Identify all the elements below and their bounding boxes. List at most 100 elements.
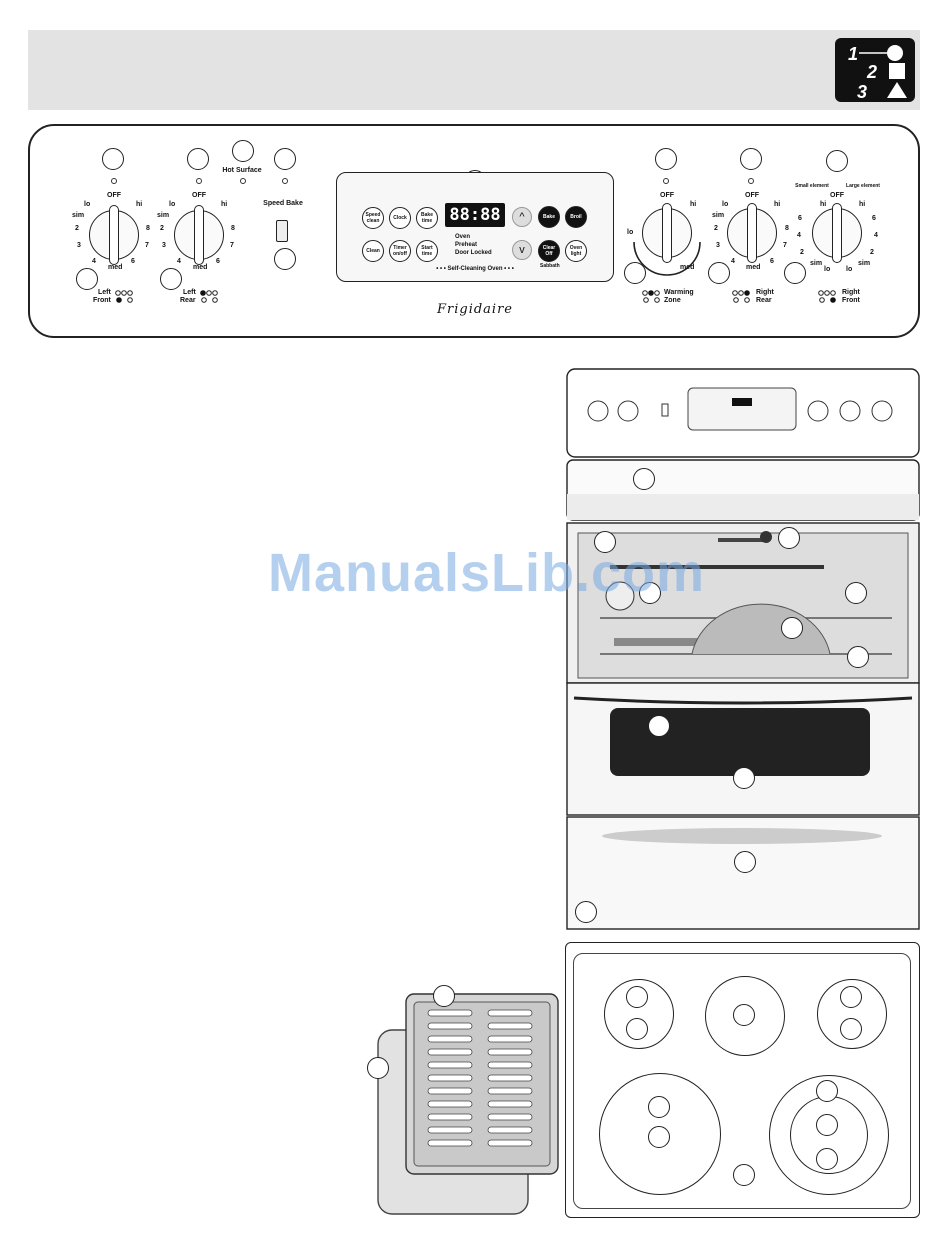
- small-element-label: Small element: [795, 183, 829, 189]
- knob-sub: Rear: [180, 297, 196, 304]
- broil-button[interactable]: Broil: [565, 206, 587, 228]
- right-front-knob[interactable]: [812, 203, 862, 263]
- speed-clean-button[interactable]: Speed clean: [362, 207, 384, 229]
- knob-setting: 8: [146, 225, 150, 232]
- knob-lo-label: lo: [846, 266, 853, 273]
- knob-hi-label: hi: [221, 201, 228, 208]
- left-front-position-icon: [115, 290, 133, 303]
- range-front-view-illustration: [566, 368, 920, 930]
- callout: [232, 140, 254, 162]
- speed-bake-light: [282, 178, 288, 184]
- knob-setting: 7: [230, 242, 234, 249]
- clean-button[interactable]: Clean: [362, 240, 384, 262]
- knob-sub: Front: [842, 297, 860, 304]
- callout: [626, 986, 648, 1008]
- up-arrow-button[interactable]: ^: [512, 207, 532, 227]
- broiler-pan-illustration: [377, 993, 559, 1215]
- callout: [187, 148, 209, 170]
- sabbath-label: Sabbath: [540, 263, 560, 269]
- start-time-button[interactable]: Start time: [416, 240, 438, 262]
- left-rear-knob[interactable]: [174, 205, 224, 265]
- knob-setting: 2: [870, 249, 874, 256]
- warming-zone-position-icon: [642, 290, 660, 303]
- knob-sub: Rear: [756, 297, 772, 304]
- header-band: [28, 30, 920, 110]
- knob-setting: 8: [231, 225, 235, 232]
- knob-sub: Front: [93, 297, 111, 304]
- knob-name: Left: [183, 289, 196, 296]
- callout: [778, 527, 800, 549]
- callout: [734, 851, 756, 873]
- self-cleaning-label: • • • Self-Cleaning Oven • • •: [436, 266, 514, 272]
- knob-sim-label: sim: [810, 260, 823, 267]
- callout: [633, 468, 655, 490]
- knob-off-label: OFF: [830, 192, 844, 199]
- timer-button[interactable]: Timer on/off: [389, 240, 411, 262]
- callout: [733, 1004, 755, 1026]
- knob-sim-label: sim: [72, 212, 85, 219]
- bake-time-button[interactable]: Bake time: [416, 207, 438, 229]
- oven-control-pad: [336, 172, 614, 282]
- callout: [847, 646, 869, 668]
- knob-lo-label: lo: [627, 229, 634, 236]
- knob-setting: 6: [872, 215, 876, 222]
- knob-setting: 4: [92, 258, 96, 265]
- callout: [648, 1096, 670, 1118]
- callout: [840, 986, 862, 1008]
- knob-setting: 2: [800, 249, 804, 256]
- callout: [624, 262, 646, 284]
- callout: [784, 262, 806, 284]
- oven-light-button[interactable]: Oven light: [565, 240, 587, 262]
- warming-zone-arc: [633, 241, 701, 276]
- callout: [274, 248, 296, 270]
- knob-setting: 6: [131, 258, 135, 265]
- knob-name: Right: [756, 289, 774, 296]
- knob-off-label: OFF: [107, 192, 121, 199]
- hot-surface-light: [240, 178, 246, 184]
- callout: [816, 1148, 838, 1170]
- callout: [160, 268, 182, 290]
- callout: [740, 148, 762, 170]
- brand-logo: Frigidaire: [436, 302, 514, 317]
- preheat-indicator: Preheat: [455, 242, 478, 248]
- cooktop-surface: [573, 953, 911, 1209]
- knob-sim-label: sim: [712, 212, 725, 219]
- right-rear-knob[interactable]: [727, 203, 777, 263]
- knob-off-label: OFF: [745, 192, 759, 199]
- callout: [648, 1126, 670, 1148]
- callout: [655, 148, 677, 170]
- door-locked-indicator: Door Locked: [455, 250, 492, 256]
- knob-hi-label: hi: [859, 201, 866, 208]
- knob-setting: 4: [797, 232, 801, 239]
- knob-med-label: med: [746, 264, 761, 271]
- warming-zone-knob[interactable]: [642, 203, 692, 263]
- number-shape-logo-icon: 1 2 3: [835, 38, 915, 102]
- knob-sim-label: sim: [157, 212, 170, 219]
- hot-surface-label: Hot Surface: [222, 167, 262, 174]
- down-arrow-button[interactable]: v: [512, 240, 532, 260]
- callout: [367, 1057, 389, 1079]
- knob-setting: 7: [783, 242, 787, 249]
- knob-lo-label: lo: [722, 201, 729, 208]
- knob-setting: 2: [714, 225, 718, 232]
- callout: [840, 1018, 862, 1040]
- bake-button[interactable]: Bake: [538, 206, 560, 228]
- knob-name: Left: [98, 289, 111, 296]
- clock-button[interactable]: Clock: [389, 207, 411, 229]
- knob-setting: 2: [160, 225, 164, 232]
- left-front-knob[interactable]: [89, 205, 139, 265]
- clear-off-button[interactable]: Clear Off: [538, 240, 560, 262]
- knob-sim-label: sim: [858, 260, 871, 267]
- callout: [639, 582, 661, 604]
- knob-setting: 6: [770, 258, 774, 265]
- speed-bake-switch[interactable]: [276, 220, 288, 242]
- indicator-light: [663, 178, 669, 184]
- callout: [733, 767, 755, 789]
- knob-hi-label: hi: [820, 201, 827, 208]
- callout: [816, 1080, 838, 1102]
- callout: [575, 901, 597, 923]
- left-rear-position-icon: [200, 290, 218, 303]
- callout: [433, 985, 455, 1007]
- callout: [648, 715, 670, 737]
- callout: [845, 582, 867, 604]
